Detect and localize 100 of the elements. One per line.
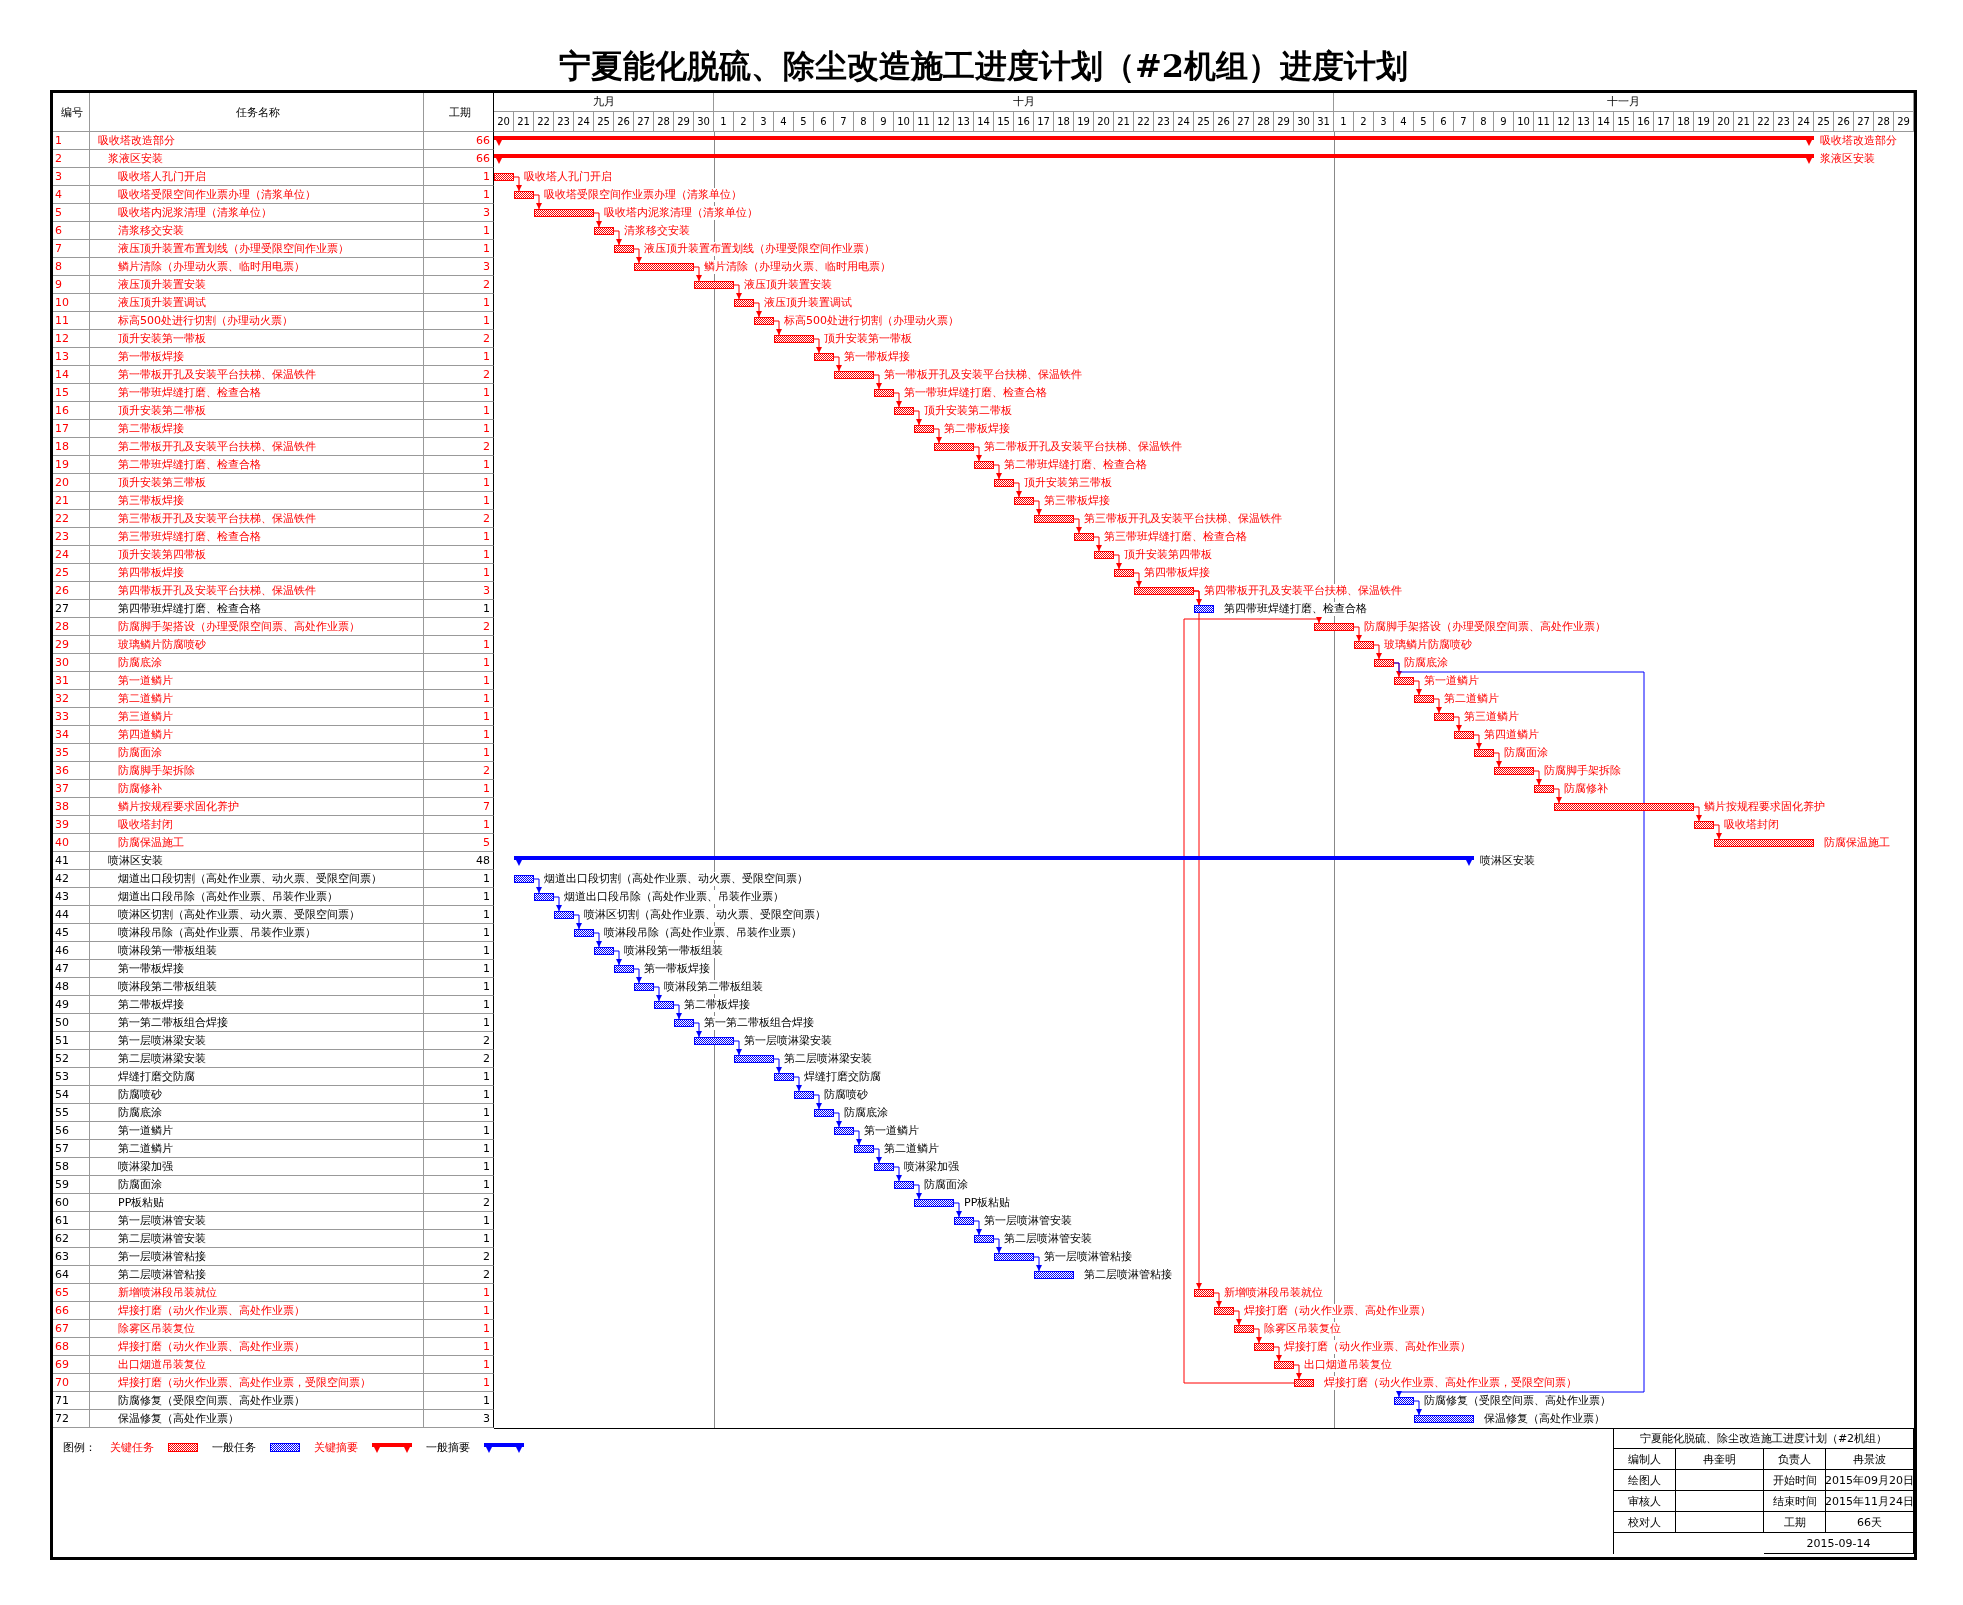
duration-value: 3 bbox=[424, 204, 494, 222]
task-bar bbox=[1074, 533, 1094, 541]
duration-value: 7 bbox=[424, 798, 494, 816]
row-number: 59 bbox=[53, 1176, 90, 1194]
row-number: 14 bbox=[53, 366, 90, 384]
row-number: 56 bbox=[53, 1122, 90, 1140]
day-number: 20 bbox=[494, 112, 514, 131]
duration-value: 1 bbox=[424, 726, 494, 744]
duration-value: 1 bbox=[424, 1158, 494, 1176]
task-bar bbox=[894, 407, 914, 415]
task-bar bbox=[914, 425, 934, 433]
task-label: 第二层喷淋梁安装 bbox=[784, 1052, 872, 1066]
task-name: 防腐面涂 bbox=[90, 744, 424, 762]
column-header: 任务名称 bbox=[90, 93, 424, 132]
day-number: 5 bbox=[794, 112, 814, 131]
dependency-arrow bbox=[1413, 1400, 1422, 1416]
task-label: 喷淋段第一带板组装 bbox=[624, 944, 723, 958]
day-number: 12 bbox=[1554, 112, 1574, 131]
task-bar bbox=[1254, 1343, 1274, 1351]
dependency-arrow bbox=[993, 1238, 1002, 1254]
duration-value: 48 bbox=[424, 852, 494, 870]
dependency-arrow bbox=[1553, 788, 1562, 804]
row-number: 52 bbox=[53, 1050, 90, 1068]
row-number: 41 bbox=[53, 852, 90, 870]
task-label: 第二层喷淋管安装 bbox=[1004, 1232, 1092, 1246]
dependency-arrow bbox=[913, 410, 922, 426]
task-label: 顶升安装第三带板 bbox=[1024, 476, 1112, 490]
day-number: 18 bbox=[1054, 112, 1074, 131]
dependency-arrow bbox=[613, 950, 622, 966]
task-label: 鳞片按规程要求固化养护 bbox=[1704, 800, 1825, 814]
day-number: 13 bbox=[1574, 112, 1594, 131]
dependency-arrow bbox=[833, 356, 842, 372]
task-name: 液压顶升装置调试 bbox=[90, 294, 424, 312]
duration-value: 1 bbox=[424, 186, 494, 204]
row-number: 28 bbox=[53, 618, 90, 636]
duration-value: 2 bbox=[424, 1248, 494, 1266]
task-name: 焊缝打磨交防腐 bbox=[90, 1068, 424, 1086]
day-number: 9 bbox=[1494, 112, 1514, 131]
task-bar bbox=[1114, 569, 1134, 577]
month-label: 九月 bbox=[494, 93, 714, 111]
task-label: 焊缝打磨交防腐 bbox=[804, 1070, 881, 1084]
day-number: 16 bbox=[1014, 112, 1034, 131]
task-bar bbox=[1554, 803, 1694, 811]
task-label: 防腐底涂 bbox=[1404, 656, 1448, 670]
row-number: 15 bbox=[53, 384, 90, 402]
task-name: 喷淋段第一带板组装 bbox=[90, 942, 424, 960]
day-number: 20 bbox=[1094, 112, 1114, 131]
task-name: 防腐保温施工 bbox=[90, 834, 424, 852]
day-number: 25 bbox=[594, 112, 614, 131]
day-number: 28 bbox=[654, 112, 674, 131]
task-label: 除雾区吊装复位 bbox=[1264, 1322, 1341, 1336]
duration-value: 1 bbox=[424, 528, 494, 546]
row-number: 24 bbox=[53, 546, 90, 564]
day-number: 23 bbox=[1774, 112, 1794, 131]
dependency-arrow bbox=[893, 1166, 902, 1182]
dependency-arrow bbox=[1353, 626, 1362, 642]
legend-label: 关键任务 bbox=[110, 1440, 154, 1455]
day-number: 7 bbox=[1454, 112, 1474, 131]
day-number: 27 bbox=[1854, 112, 1874, 131]
summary-bar bbox=[494, 154, 1814, 164]
task-name: 吸收塔改造部分 bbox=[90, 132, 424, 150]
task-bar bbox=[774, 1073, 794, 1081]
task-name: 玻璃鳞片防腐喷砂 bbox=[90, 636, 424, 654]
day-number: 10 bbox=[1514, 112, 1534, 131]
task-bar bbox=[1534, 785, 1554, 793]
task-label: 第二层喷淋管粘接 bbox=[1084, 1268, 1172, 1282]
dependency-arrow bbox=[813, 1094, 822, 1110]
summary-label: 吸收塔改造部分 bbox=[1820, 134, 1897, 148]
dependency-arrow bbox=[1493, 752, 1502, 768]
dependency-arrow bbox=[593, 212, 602, 228]
duration-value: 1 bbox=[424, 816, 494, 834]
duration-value: 2 bbox=[424, 330, 494, 348]
task-name: 液压顶升装置布置划线（办理受限空间作业票） bbox=[90, 240, 424, 258]
row-number: 22 bbox=[53, 510, 90, 528]
day-number: 25 bbox=[1194, 112, 1214, 131]
dependency-arrow bbox=[833, 1112, 842, 1128]
day-number: 13 bbox=[954, 112, 974, 131]
task-label: 防腐修补 bbox=[1564, 782, 1608, 796]
row-number: 62 bbox=[53, 1230, 90, 1248]
dependency-arrow bbox=[1473, 734, 1482, 750]
duration-value: 1 bbox=[424, 978, 494, 996]
row-number: 16 bbox=[53, 402, 90, 420]
task-name: 出口烟道吊装复位 bbox=[90, 1356, 424, 1374]
task-name: 防腐底涂 bbox=[90, 654, 424, 672]
day-number: 28 bbox=[1874, 112, 1894, 131]
duration-value: 1 bbox=[424, 492, 494, 510]
legend-title: 图例： bbox=[63, 1440, 96, 1455]
task-bar bbox=[1694, 821, 1714, 829]
duration-value: 1 bbox=[424, 1104, 494, 1122]
duration-value: 1 bbox=[424, 780, 494, 798]
task-bar bbox=[634, 983, 654, 991]
task-label: 第一带班焊缝打磨、检查合格 bbox=[904, 386, 1047, 400]
duration-value: 1 bbox=[424, 708, 494, 726]
task-label: 防腐面涂 bbox=[924, 1178, 968, 1192]
task-name: 新增喷淋段吊装就位 bbox=[90, 1284, 424, 1302]
task-name: 顶升安装第三带板 bbox=[90, 474, 424, 492]
dependency-arrow bbox=[1253, 1328, 1262, 1344]
row-number: 63 bbox=[53, 1248, 90, 1266]
task-bar bbox=[994, 1253, 1034, 1261]
dependency-arrow bbox=[1713, 824, 1722, 840]
